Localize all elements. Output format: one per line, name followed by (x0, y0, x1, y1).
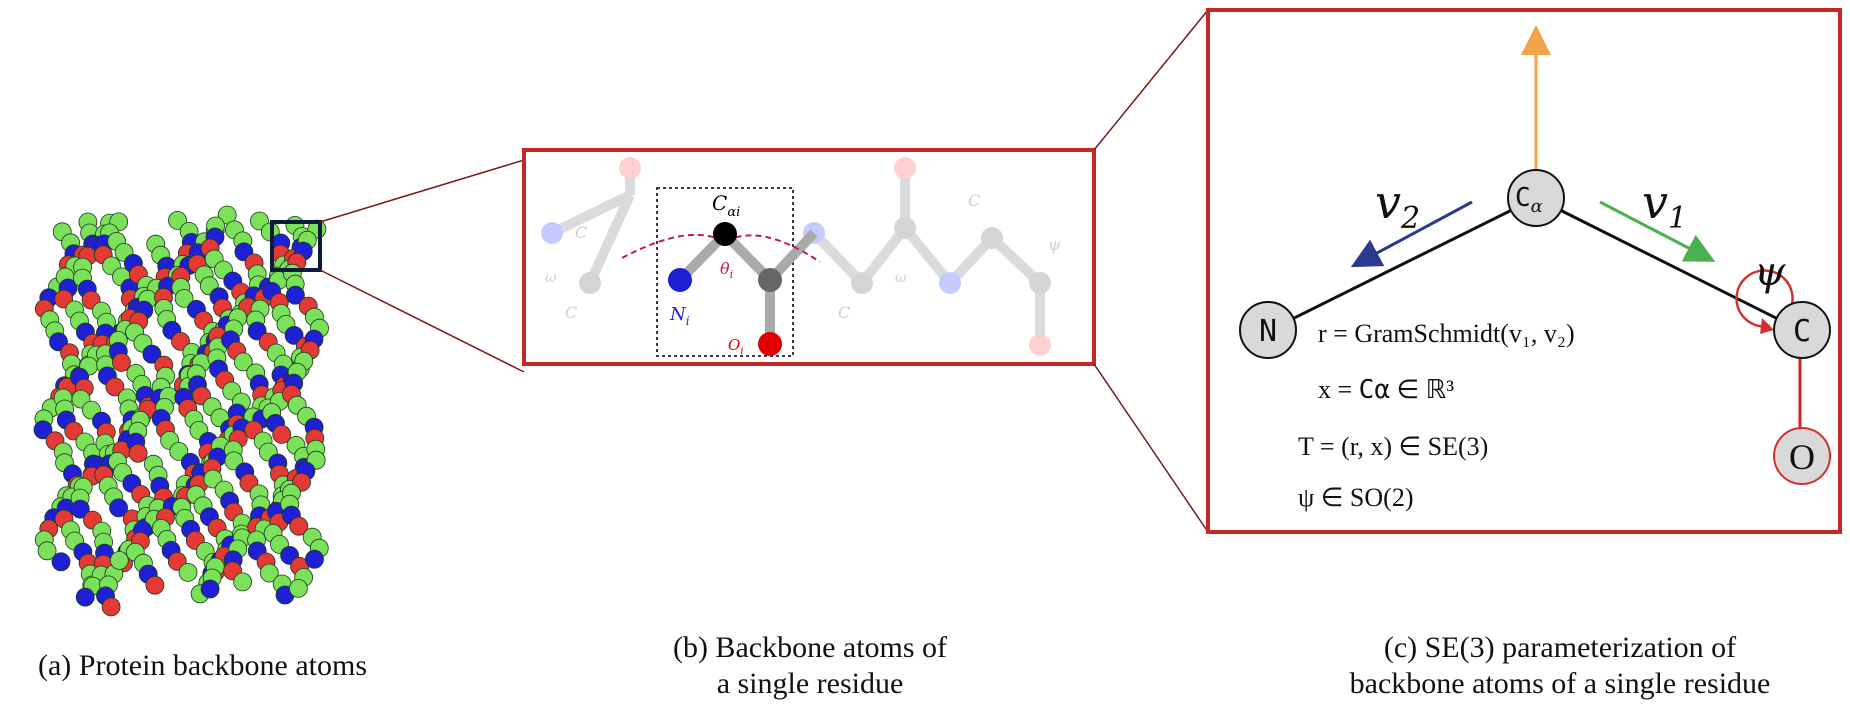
backbone-atom (51, 552, 71, 572)
equation-x: x = Cα ∈ ℝ³ (1318, 375, 1454, 405)
n-label-b: Ni (669, 304, 690, 328)
svg-text:ω: ω (545, 270, 557, 286)
o-label-b: Oi (728, 336, 744, 357)
backbone-atom (233, 352, 253, 372)
backbone-atom (171, 331, 190, 351)
backbone-atom (33, 420, 53, 440)
protein-backbone-atoms (33, 205, 329, 617)
connector-line (1093, 363, 1209, 533)
backbone-atom (37, 541, 57, 561)
backbone-atom (70, 499, 90, 519)
psi-rotation-arc (1735, 269, 1794, 328)
atom-ca-c (1507, 169, 1565, 227)
backbone-atom (105, 377, 125, 397)
atom-o-c (1773, 427, 1831, 485)
v2-label: v2 (1375, 175, 1420, 236)
caption-c: (c) SE(3) parameterization of backbone a… (1280, 630, 1840, 702)
panel-c: Cα N C O v2 v1 ψ r = GramSchmidt(v₁, v₂)… (1206, 8, 1842, 534)
backbone-atom (109, 498, 128, 518)
faded-backbone: C C C C ψ ω ω (541, 157, 1061, 356)
backbone-atom (168, 210, 187, 230)
panel-c-frame (1206, 8, 1842, 534)
c-label-c: C (1793, 314, 1811, 349)
backbone-atom (259, 563, 279, 583)
connector-line (319, 159, 525, 223)
o-label-c: O (1789, 437, 1815, 477)
theta-label-b: θi (720, 259, 733, 281)
panel-b: C C C C ψ ω ω Cαi Ni Oi θi (522, 148, 1096, 366)
bond-ca-c (1535, 196, 1801, 332)
backbone-atom (128, 443, 148, 463)
ca-label-b: Cαi (712, 191, 740, 220)
svg-text:C: C (968, 191, 980, 210)
backbone-atom (75, 587, 95, 607)
backbone-atom (305, 549, 324, 569)
svg-text:C: C (565, 303, 577, 322)
caption-c-line1: (c) SE(3) parameterization of (1383, 631, 1737, 664)
panel-b-frame (522, 148, 1096, 366)
svg-text:ψ: ψ (1048, 235, 1061, 254)
psi-label: ψ (1754, 249, 1786, 295)
equation-t: T = (r, x) ∈ SE(3) (1298, 432, 1488, 461)
backbone-atom (101, 597, 121, 617)
zoom-box (270, 220, 322, 272)
ca-label-c: Cα (1515, 183, 1543, 217)
backbone-atom (285, 285, 305, 305)
backbone-atom (289, 516, 309, 536)
backbone-atom (272, 424, 292, 444)
caption-c-line2: backbone atoms of a single residue (1349, 667, 1771, 700)
atom-o (758, 332, 782, 356)
v1-label: v1 (1642, 175, 1687, 236)
equation-r: r = GramSchmidt(v₁, v₂) (1318, 319, 1575, 348)
connector-line (319, 269, 525, 373)
atom-n (668, 268, 692, 292)
atom-n-c (1239, 301, 1297, 359)
n-label-c: N (1259, 314, 1277, 349)
backbone-atom (109, 551, 129, 570)
caption-b-line2: a single residue (716, 667, 904, 700)
backbone-atom (200, 579, 220, 599)
backbone-atom (288, 579, 308, 598)
backbone-atom (233, 572, 253, 592)
v1-arrow (1599, 200, 1716, 262)
svg-text:C: C (838, 303, 850, 322)
atom-c (758, 268, 782, 292)
caption-b: (b) Backbone atoms of a single residue (580, 630, 1040, 702)
backbone-atom (169, 441, 189, 461)
bond-n-ca (1269, 196, 1537, 332)
v2-arrow (1350, 200, 1473, 268)
atom-ca (713, 222, 737, 246)
svg-text:ω: ω (895, 270, 907, 286)
svg-text:C: C (575, 223, 587, 242)
backbone-atom (174, 288, 194, 308)
equation-psi: ψ ∈ SO(2) (1298, 483, 1413, 512)
backbone-atom (112, 352, 131, 372)
backbone-atom (145, 575, 165, 595)
backbone-atom (178, 563, 198, 582)
atom-c-c (1773, 301, 1831, 359)
backbone-atom (142, 344, 162, 364)
theta-arc (621, 233, 821, 263)
caption-b-line1: (b) Backbone atoms of (672, 631, 948, 664)
residue-box (656, 187, 794, 357)
caption-a: (a) Protein backbone atoms (37, 649, 368, 682)
connector-line (1093, 9, 1209, 151)
